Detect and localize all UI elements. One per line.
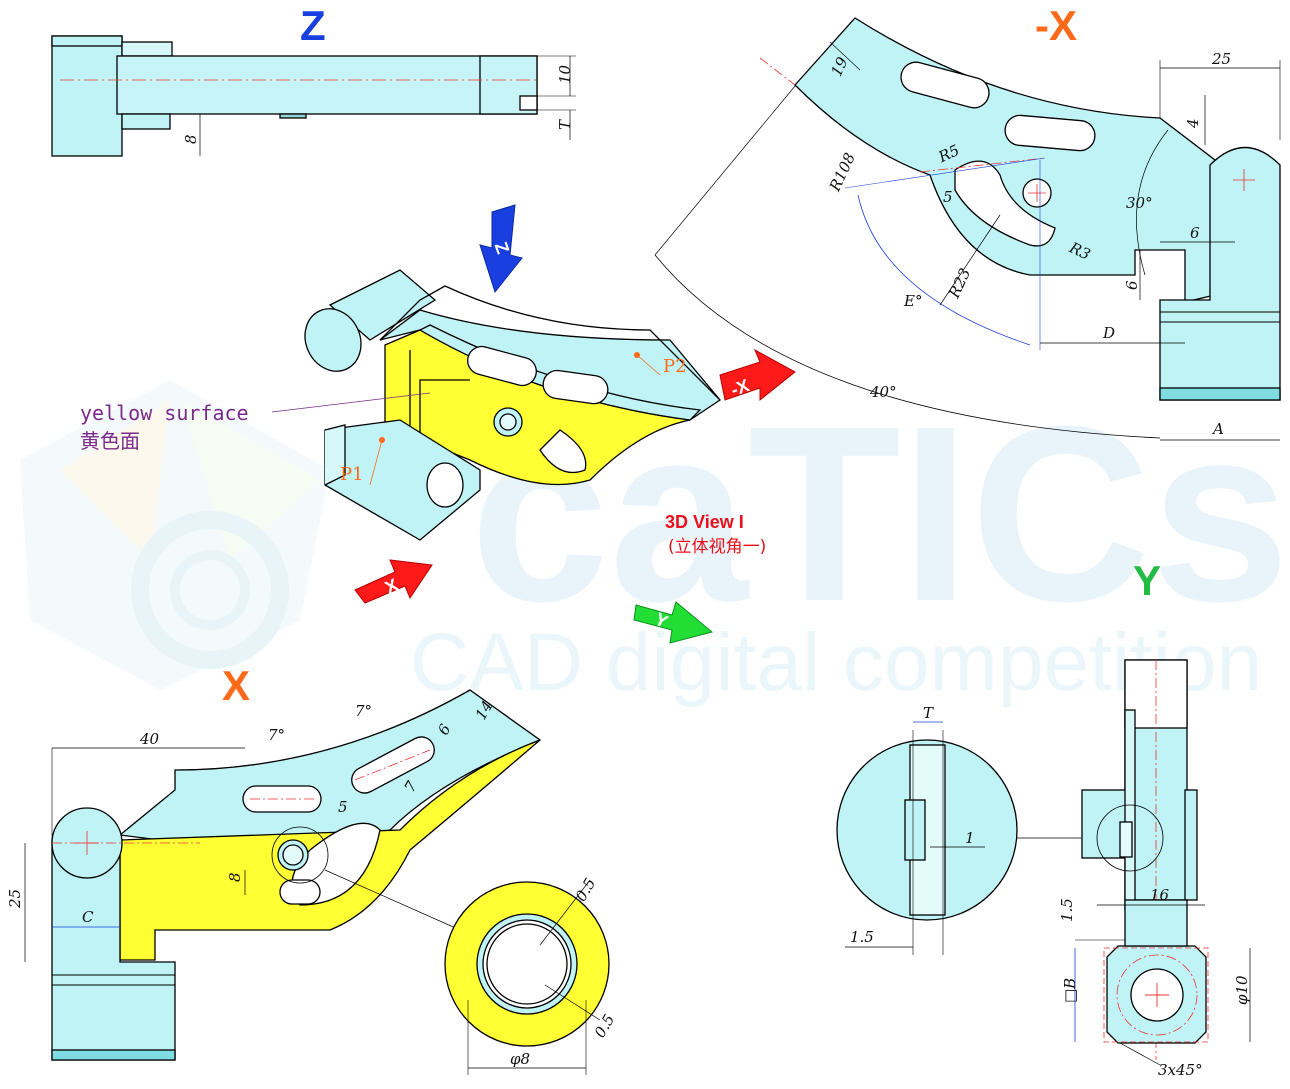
minus-x-direction-arrow: -X [719, 348, 796, 402]
x-view [24, 689, 610, 1075]
mx-dim-a: A [1211, 420, 1224, 438]
3d-view-subtitle: (立体视角一) [668, 537, 766, 557]
z-direction-arrow: Z [479, 204, 523, 294]
mx-dim-30deg: 30° [1126, 194, 1153, 212]
minus-x-view-label: -X [1035, 2, 1077, 49]
y-dim-chamfer: 3x45° [1158, 1061, 1203, 1079]
mx-dim-4: 4 [1184, 118, 1202, 129]
mx-dim-e: E° [903, 292, 922, 310]
x-dim-dia8: φ8 [510, 1050, 530, 1068]
callout-yellow-surface-zh: 黄色面 [80, 429, 140, 453]
y-direction-arrow: Y [633, 601, 714, 644]
minus-x-arrow-text: -X [728, 375, 752, 400]
iso-3d-view [271, 269, 721, 541]
x-dim-c: C [82, 908, 94, 926]
mx-dim-r23: R23 [945, 265, 975, 301]
x-dim-40: 40 [139, 730, 160, 748]
x-dim-7deg-b: 7° [355, 702, 372, 720]
x-direction-arrow: X [354, 559, 433, 604]
gear-logo-icon [20, 380, 330, 690]
p1-label: P1 [340, 464, 364, 485]
y-view-label: Y [1133, 557, 1161, 604]
z-dim-8: 8 [182, 134, 200, 144]
z-view [51, 35, 576, 157]
mx-dim-r108: R108 [825, 150, 859, 195]
minus-x-view [654, 17, 1281, 441]
mx-dim-5: 5 [943, 188, 953, 206]
mx-dim-d: D [1102, 324, 1115, 342]
x-view-label: X [222, 662, 250, 709]
x-dim-5: 5 [338, 798, 348, 816]
mx-dim-40deg: 40° [869, 383, 897, 401]
x-dim-8: 8 [226, 872, 244, 882]
3d-view-title: 3D View I [665, 512, 744, 532]
x-dim-25: 25 [6, 889, 24, 909]
x-dim-0-5-b: 0.5 [591, 1011, 619, 1041]
watermark-tagline: CAD digital competition [410, 617, 1262, 708]
mx-dim-6b: 6 [1123, 280, 1141, 290]
y-dim-1-5-a: 1.5 [850, 928, 874, 946]
y-dim-dia10: φ10 [1233, 975, 1251, 1005]
y-dim-b: □B [1061, 978, 1079, 1003]
y-dim-1-5-b: 1.5 [1058, 898, 1076, 922]
x-dim-7deg-a: 7° [268, 726, 285, 744]
callout-yellow-surface-en: yellow surface [80, 401, 249, 425]
y-dim-t: T [923, 704, 934, 722]
y-dim-1: 1 [965, 829, 975, 847]
z-dim-10: 10 [556, 64, 574, 84]
z-view-label: Z [300, 2, 326, 49]
z-dim-t: T [556, 119, 574, 130]
y-dim-16: 16 [1150, 886, 1170, 904]
y-view [836, 659, 1251, 1066]
p2-label: P2 [663, 356, 687, 377]
mx-dim-25: 25 [1211, 50, 1231, 68]
mx-dim-6a: 6 [1190, 224, 1200, 242]
